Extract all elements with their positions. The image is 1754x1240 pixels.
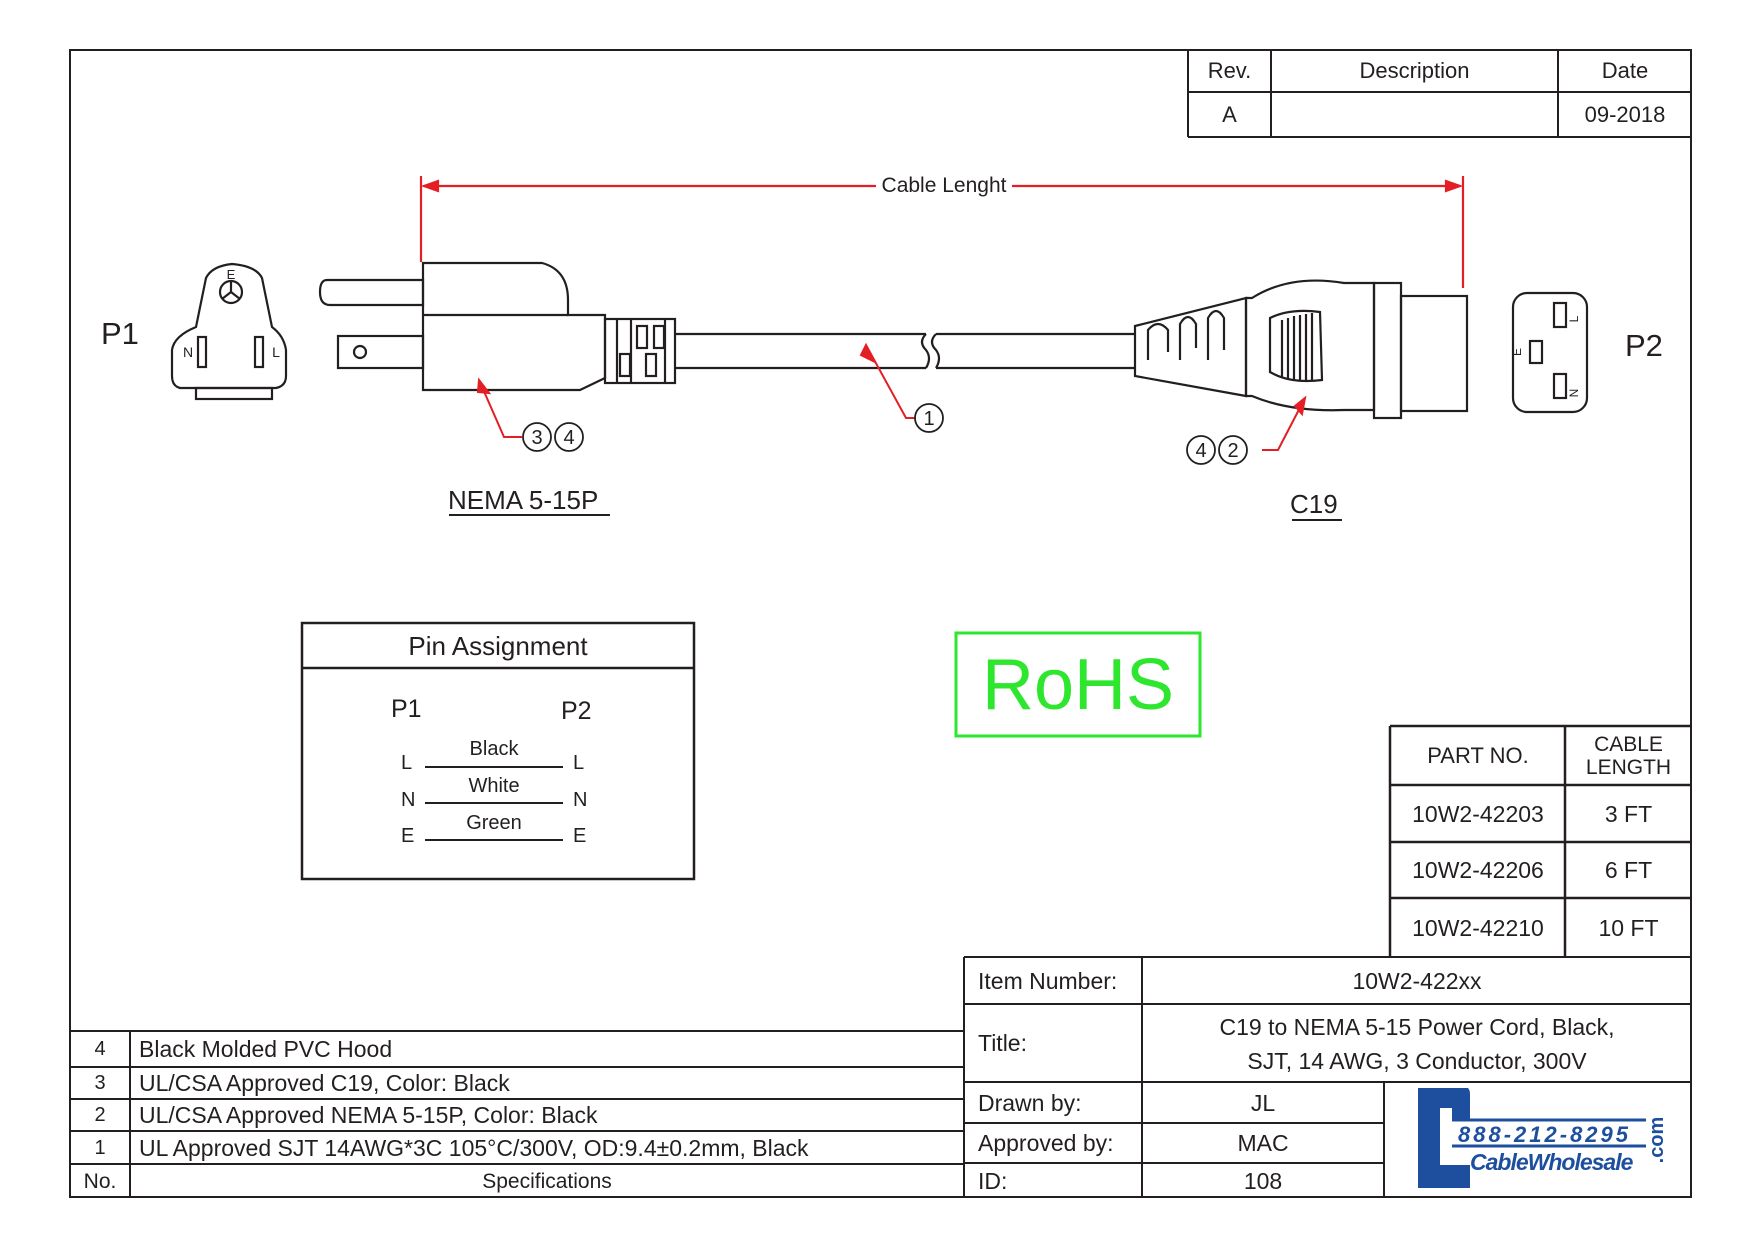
id-value: 108 — [1243, 1167, 1283, 1194]
p1-label: P1 — [101, 316, 139, 351]
cable-length-label: Cable Lenght — [881, 174, 1007, 197]
pin-p2-header: P2 — [561, 697, 592, 725]
pin-row-right: E — [573, 825, 587, 847]
rohs-box — [954, 631, 1202, 738]
c19-connector-name: C19 — [1290, 489, 1338, 519]
logo-suffix: .com — [1646, 1117, 1668, 1164]
drawing-frame — [69, 49, 1692, 1198]
title-label: Title: — [978, 1030, 1027, 1056]
date-value: 09-2018 — [1584, 102, 1666, 127]
c19-connector-body — [1133, 279, 1469, 420]
part-no-header: PART NO. — [1427, 743, 1529, 768]
callout-3: 3 — [531, 427, 542, 449]
rohs-label: RoHS — [981, 644, 1175, 725]
cable-length-header-line1: CABLE — [1594, 733, 1663, 756]
part-no-cell: 10W2-42203 — [1412, 800, 1544, 827]
nema-plug-body — [318, 261, 677, 392]
callout-2: 2 — [1227, 440, 1238, 462]
drawn-by-label: Drawn by: — [978, 1089, 1082, 1116]
rev-value: A — [1222, 102, 1237, 127]
callout-4-left: 4 — [563, 427, 574, 449]
spec-no: 2 — [94, 1104, 106, 1126]
callout-leaders — [476, 342, 1307, 451]
p2-face-n: N — [1567, 389, 1581, 398]
cablewholesale-logo — [1418, 1088, 1646, 1188]
drawn-by-value: JL — [1250, 1089, 1276, 1116]
p2-face-l: L — [1567, 315, 1581, 322]
description-value — [1271, 93, 1558, 137]
callout-4-right: 4 — [1195, 440, 1206, 462]
spec-no: 1 — [94, 1136, 106, 1159]
specifications-grid — [69, 1030, 964, 1198]
logo-phone: 888-212-8295 — [1458, 1122, 1632, 1147]
pin-row-wire: White — [468, 775, 520, 797]
title-line-1: C19 to NEMA 5-15 Power Cord, Black, — [1219, 1013, 1615, 1040]
spec-text: UL Approved SJT 14AWG*3C 105°C/300V, OD:… — [139, 1134, 809, 1161]
title-line-2: SJT, 14 AWG, 3 Conductor, 300V — [1247, 1047, 1587, 1074]
approved-by-label: Approved by: — [978, 1130, 1114, 1156]
revision-table-grid — [1187, 49, 1692, 138]
spec-header: Specifications — [482, 1169, 612, 1193]
spec-text: Black Molded PVC Hood — [139, 1036, 393, 1062]
description-header: Description — [1359, 58, 1470, 83]
id-label: ID: — [978, 1167, 1008, 1194]
pin-row-right: N — [573, 789, 588, 811]
p1-face-l: L — [272, 344, 280, 360]
rev-header: Rev. — [1207, 58, 1252, 83]
pin-row-left: L — [401, 752, 413, 774]
title-value: C19 to NEMA 5-15 Power Cord, Black, SJT,… — [1142, 1005, 1692, 1082]
p1-face-e: E — [227, 267, 236, 282]
cable-length-dimension — [419, 176, 1465, 288]
spec-text: UL/CSA Approved C19, Color: Black — [139, 1070, 510, 1096]
cable-length-header-line2: LENGTH — [1585, 756, 1672, 779]
pin-row-left: E — [401, 825, 415, 847]
pin-row-wire: Green — [466, 812, 522, 834]
p1-face-n: N — [183, 344, 193, 360]
parts-table-grid — [1388, 724, 1692, 957]
item-number-label: Item Number: — [978, 967, 1118, 994]
pin-row-left: N — [401, 789, 416, 811]
pin-p1-header: P1 — [391, 695, 422, 723]
spec-no: 4 — [94, 1038, 106, 1060]
part-no-cell: 10W2-42210 — [1412, 914, 1544, 941]
length-cell: 6 FT — [1604, 857, 1653, 883]
item-number-value: 10W2-422xx — [1352, 967, 1482, 994]
spec-no: 3 — [94, 1072, 106, 1094]
cable-length-header: CABLE LENGTH — [1565, 727, 1692, 785]
pin-row-right: L — [573, 752, 585, 774]
p2-face-e: E — [1510, 348, 1524, 356]
approved-by-value: MAC — [1237, 1130, 1289, 1156]
callout-circles — [522, 403, 1248, 465]
p2-receptacle-face-icon — [1511, 291, 1589, 414]
pin-assignment-title: Pin Assignment — [408, 630, 588, 661]
callout-1: 1 — [923, 408, 934, 430]
part-no-cell: 10W2-42206 — [1412, 857, 1544, 883]
pin-assignment-box — [300, 621, 696, 881]
date-header: Date — [1601, 58, 1649, 83]
cable-body — [675, 332, 1135, 370]
p1-plug-face-icon — [170, 262, 288, 401]
p2-label: P2 — [1625, 328, 1663, 363]
spec-text: UL/CSA Approved NEMA 5-15P, Color: Black — [139, 1102, 598, 1128]
pin-row-wire: Black — [469, 738, 519, 760]
nema-connector-name: NEMA 5-15P — [448, 485, 599, 515]
title-block-grid — [963, 956, 1692, 1198]
spec-no-header: No. — [83, 1169, 117, 1193]
logo-brand: CableWholesale — [1470, 1149, 1633, 1175]
length-cell: 10 FT — [1598, 914, 1659, 941]
length-cell: 3 FT — [1604, 800, 1653, 827]
